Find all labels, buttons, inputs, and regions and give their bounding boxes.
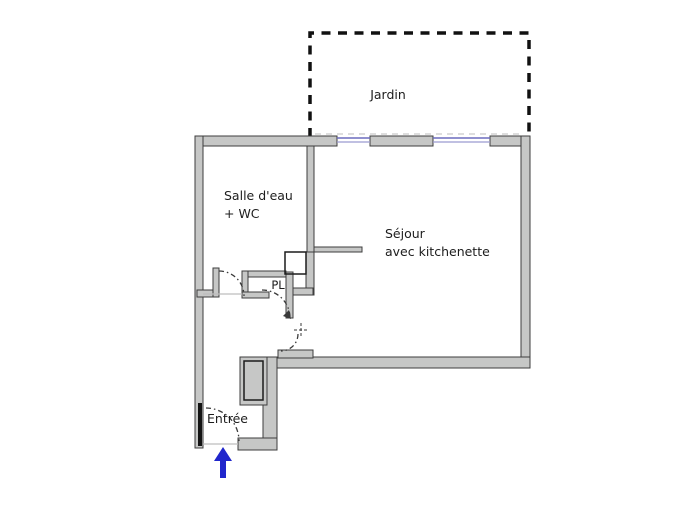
door-pivot-crosshair: [294, 323, 308, 337]
kitchenette-stub-wall: [313, 246, 363, 253]
pl-right-wall: [285, 271, 294, 319]
door-arc-bathroom: [218, 270, 245, 297]
entrance-bottom-wall: [237, 437, 278, 451]
door-arc-entrance: [205, 407, 240, 442]
top-wall-middle: [369, 135, 434, 147]
top-wall-left: [194, 135, 338, 147]
duct-hatch-kitchenette: [284, 251, 307, 275]
right-wall: [520, 135, 531, 369]
room-label-sejour-line1: Séjour: [385, 226, 426, 241]
door-arc-sejour: [280, 333, 299, 352]
room-label-salle-eau-line1: Salle d'eau: [224, 188, 293, 203]
sejour-bottom-wall: [262, 356, 531, 369]
pl-top-wall: [241, 270, 287, 278]
jardin-dashed-boundary: [308, 31, 531, 137]
pl-bottom-wall: [241, 291, 270, 299]
room-label-entree: Entrée: [207, 411, 248, 426]
sejour-door-jamb: [277, 349, 314, 359]
duct-hatch-entrance: [243, 360, 264, 401]
divider-wall: [306, 145, 315, 254]
hall-stub-wall: [292, 287, 314, 296]
room-label-salle-eau-line2: + WC: [224, 206, 260, 221]
window-1: [337, 137, 370, 143]
room-label-pl: PL: [271, 278, 285, 292]
door-arc-arrowhead: [283, 310, 291, 319]
window-2: [433, 137, 490, 143]
room-label-jardin: Jardin: [369, 87, 406, 102]
bathroom-door-jamb: [212, 267, 220, 298]
entrance-door-leaf: [198, 403, 202, 446]
walls: [194, 135, 531, 451]
entrance-arrow-icon: [214, 447, 232, 478]
room-label-sejour-line2: avec kitchenette: [385, 244, 490, 259]
